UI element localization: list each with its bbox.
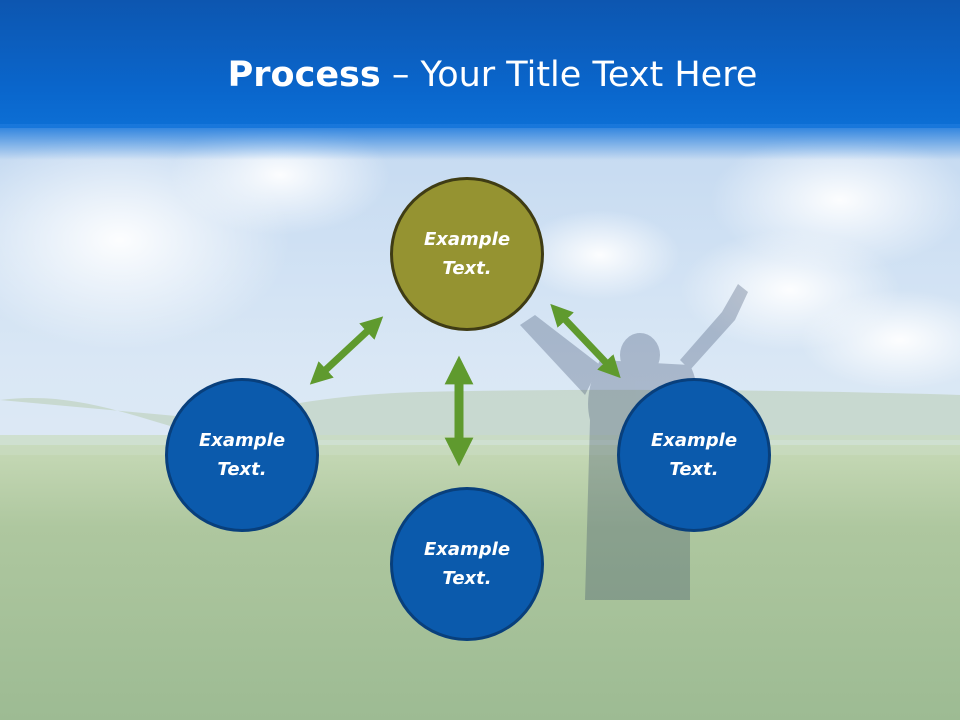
right-node-text: Example Text. xyxy=(634,426,754,484)
bottom-node-text: Example Text. xyxy=(407,535,527,593)
bottom-node-line2: Text. xyxy=(442,568,492,589)
arrow-left-top xyxy=(309,316,384,385)
header-fade xyxy=(0,124,960,160)
left-node-line1: Example xyxy=(198,430,286,451)
top-node-line2: Text. xyxy=(442,258,492,279)
right-node: Example Text. xyxy=(617,378,771,532)
title-rest-text: – Your Title Text Here xyxy=(380,55,758,95)
bottom-node-line1: Example xyxy=(423,539,511,560)
right-node-line1: Example xyxy=(650,430,738,451)
slide-title: Process – Your Title Text Here xyxy=(0,52,960,98)
title-bold-text: Process xyxy=(227,55,381,95)
left-node-text: Example Text. xyxy=(182,426,302,484)
cloud xyxy=(520,210,680,300)
left-node-line2: Text. xyxy=(217,459,267,480)
top-node-text: Example Text. xyxy=(407,225,527,283)
arrow-top-right xyxy=(550,303,621,379)
header-bar xyxy=(0,0,960,128)
top-node-line1: Example xyxy=(423,229,511,250)
left-node: Example Text. xyxy=(165,378,319,532)
top-node: Example Text. xyxy=(390,177,544,331)
right-node-line2: Text. xyxy=(669,459,719,480)
bottom-node: Example Text. xyxy=(390,487,544,641)
cloud xyxy=(800,290,960,390)
